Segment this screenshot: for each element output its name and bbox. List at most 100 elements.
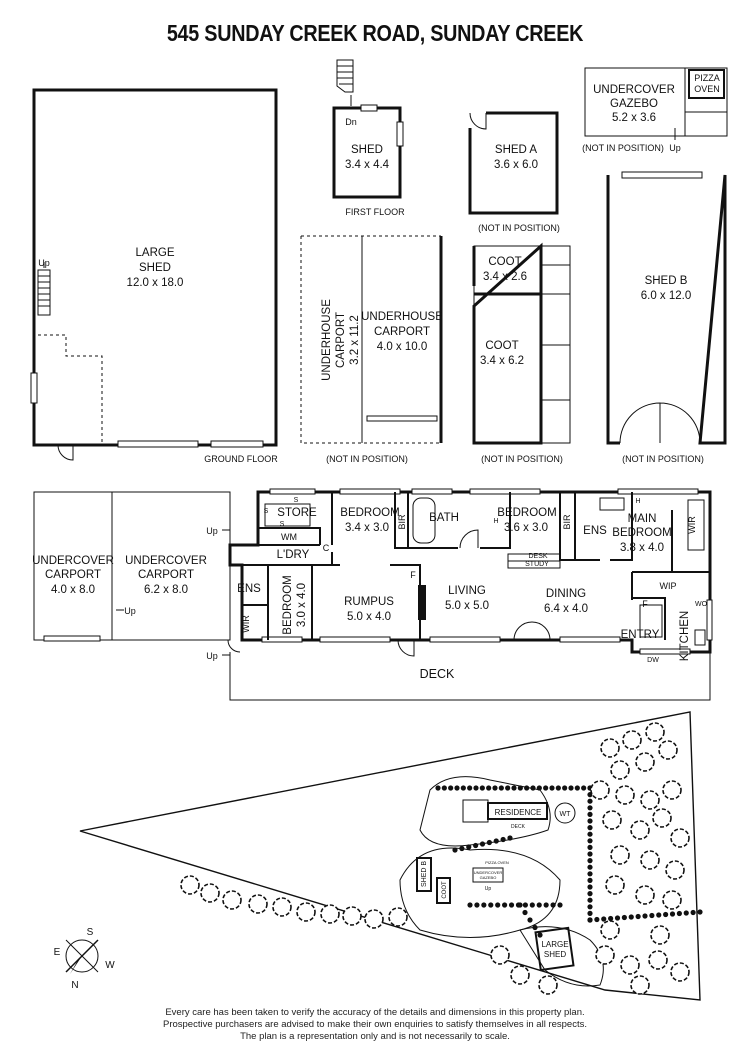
shed-a-walls [468,111,559,215]
hedge-dot [467,785,473,791]
disclaimer-line-1: Every care has been taken to verify the … [165,1007,585,1018]
site-carport [462,799,489,823]
tree [630,820,650,840]
shed-window-top [360,104,378,112]
hedge-dot [486,839,492,846]
site-large-shed [534,926,575,972]
hedge-dot [669,911,676,917]
shed-b-label: SHED B [645,275,688,287]
hedge-dot [511,785,517,791]
hedge-dot [587,864,593,870]
tree [510,965,530,985]
site-hedges [435,785,703,938]
underhouse-carport-2-dims: 4.0 x 10.0 [377,341,428,353]
carport-1-dims: 4.0 x 8.0 [51,584,95,596]
hedge-dot [555,785,561,791]
ens-label: ENS [583,525,607,537]
compass-s: S [87,927,94,938]
tree [640,790,660,810]
hedge-dot [549,785,555,791]
bath-label: BATH [429,512,459,524]
hedge-dot [594,916,600,923]
hedge-dot [454,785,460,791]
tree [602,810,622,830]
rumpus-f-label: F [410,570,416,580]
gazebo-line1: UNDERCOVER [593,84,675,96]
shed-a-label: SHED A [495,144,538,156]
bedroom-1-label: BEDROOM [340,507,399,519]
wm-label: WM [281,532,297,542]
site-trees [180,722,690,995]
desk-label: DESK [528,553,547,560]
hedge-dot [505,785,511,791]
tree [388,907,408,927]
hedge-dot [522,909,528,916]
compass-w: W [105,960,115,971]
main-wir-shelf [687,499,705,551]
hedge-dot [587,825,593,831]
wip-label: WIP [660,581,677,591]
hedge-dot [621,914,627,921]
hedge-dot [495,902,501,908]
hedge-dot [435,785,441,791]
tree [635,885,655,905]
living-label: LIVING [448,585,486,597]
tree [658,740,678,760]
large-shed-label-line1: LARGE [136,247,175,259]
store-s-label: S [264,508,269,515]
carport-1-line1: UNDERCOVER [32,555,114,567]
coot-2-dims: 3.4 x 6.2 [480,355,524,367]
hedge-dot [441,785,447,791]
shed-a: SHED A 3.6 x 6.0 (NOT IN POSITION) [468,111,560,233]
site-shed-b-label: SHED B [421,861,428,887]
shed-b-walls [606,174,727,445]
deck-label: DECK [420,667,455,681]
hedge-dot [587,910,593,917]
hedge-dot [587,917,593,923]
house-up-label-2: Up [206,651,218,661]
hedge-dot [507,835,513,841]
tree [200,883,220,903]
tree [342,906,362,926]
tree [248,894,268,914]
coot-2-label: COOT [485,340,518,352]
hedge-dot [697,909,703,915]
hedge-dot [587,858,593,864]
tree [490,945,510,965]
site-driveway-top [419,776,551,847]
compass-e: E [54,947,61,958]
tree [320,904,340,924]
large-shed-stairs [37,262,51,316]
hedge-dot [587,904,593,910]
tree [610,845,630,865]
page-title: 545 SUNDAY CREEK ROAD, SUNDAY CREEK [166,20,584,46]
shed-a-note: (NOT IN POSITION) [478,223,560,233]
hedge-dot [676,910,682,917]
tree [662,890,682,910]
tree [615,785,635,805]
underhouse-note: (NOT IN POSITION) [326,454,408,464]
hedge-dot [530,785,536,791]
shed-b-door-swing [619,402,701,444]
hedge-dot [642,913,648,919]
ground-floor-label: GROUND FLOOR [204,454,278,464]
compass-n: N [71,980,78,991]
ens-2-label: ENS [237,583,261,595]
entry-label: ENTRY [621,629,660,641]
underhouse-carports: UNDERHOUSE CARPORT 3.2 x 11.2 UNDERHOUSE… [300,235,443,464]
site-coot-label: COOT [442,881,448,899]
pizza-oven-line2: OVEN [694,84,720,94]
hedge-dot [587,871,593,877]
hedge-dot [581,785,587,791]
site-pizza-oven-label: PIZZA OVEN [485,860,509,865]
shed-dn-label: Dn [345,117,357,127]
shed-b: SHED B 6.0 x 12.0 (NOT IN POSITION) [606,171,727,464]
bir-label-2: BIR [562,514,572,530]
hedge-dot [587,844,593,851]
shed-first-floor: Dn SHED 3.4 x 4.4 FIRST FLOOR [332,59,405,217]
hedge-dot [587,838,593,844]
large-shed-window [30,372,38,404]
hedge-dot [517,902,523,908]
carport-1-line2: CARPORT [45,569,101,581]
main-wir-label: WIR [687,516,697,534]
